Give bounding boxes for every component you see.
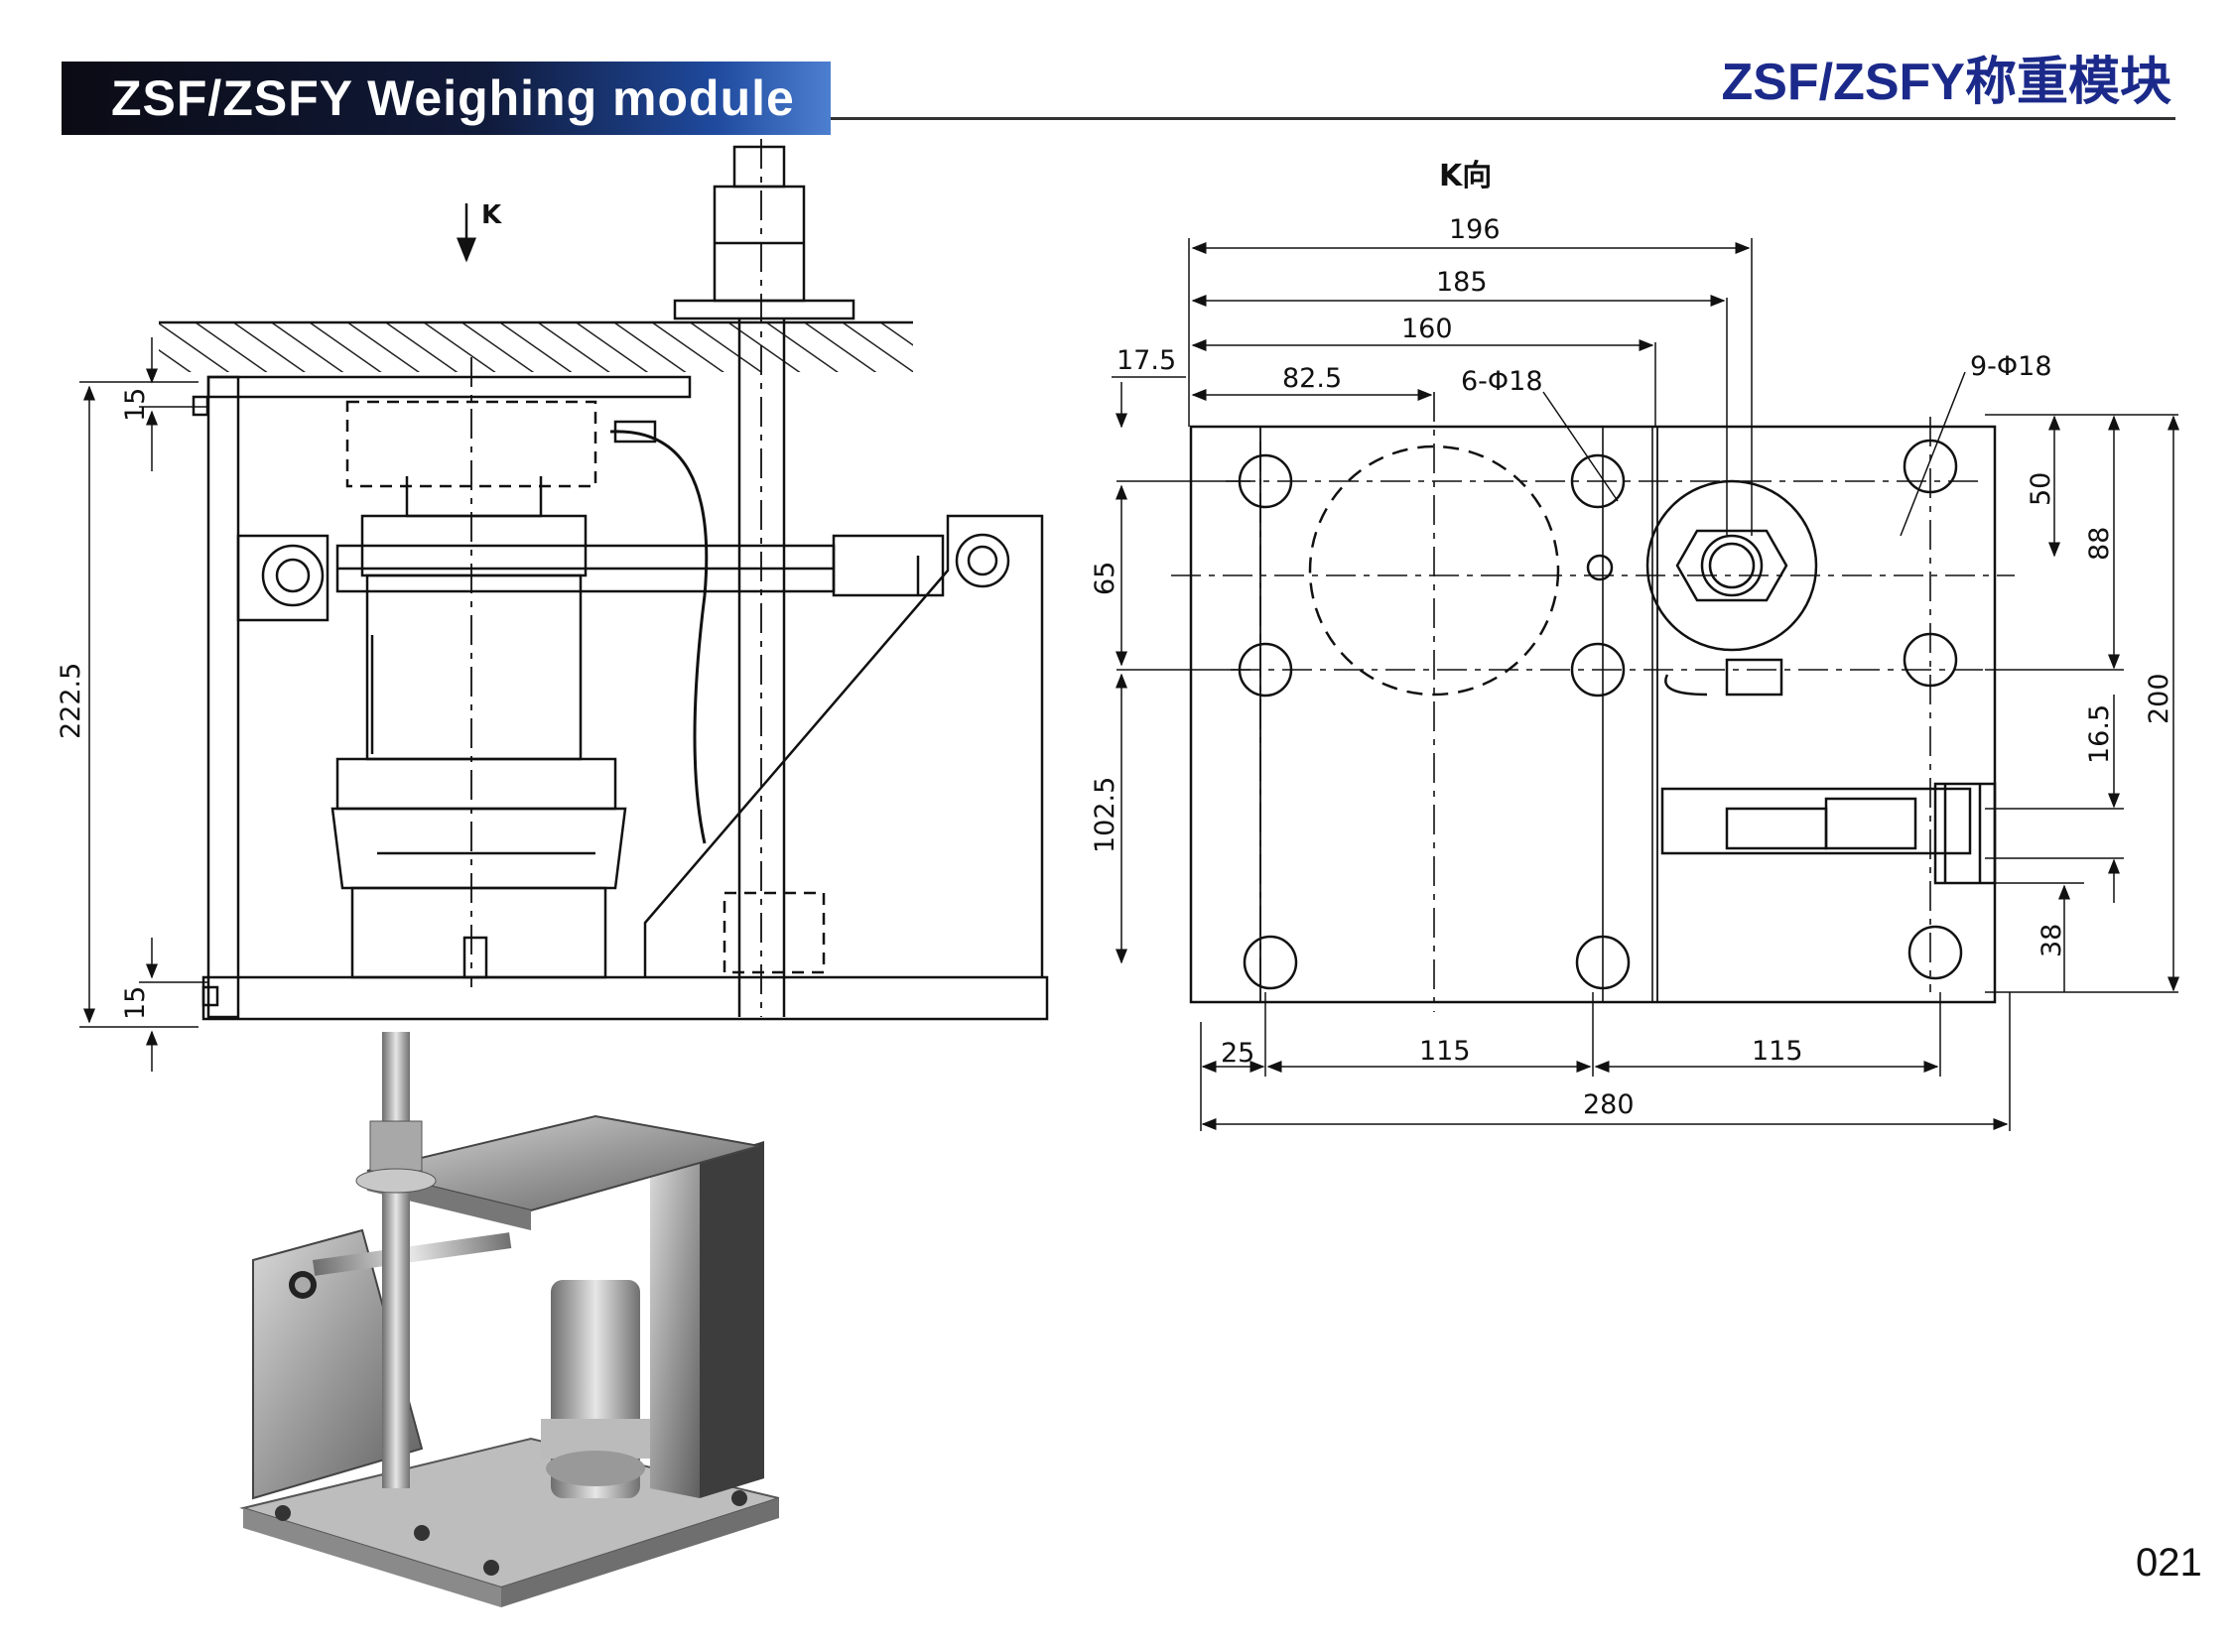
dim-16-5: 16.5 xyxy=(2084,704,2115,764)
dim-17-5: 17.5 xyxy=(1117,345,1176,376)
holes-6-label: 6-Φ18 xyxy=(1461,366,1543,397)
header-banner: ZSF/ZSFY Weighing module xyxy=(62,62,831,135)
dim-200: 200 xyxy=(2144,673,2174,724)
dim-115-left: 115 xyxy=(1419,1036,1471,1067)
chinese-title: ZSF/ZSFY称重模块 xyxy=(1721,54,2171,111)
dim-115-right: 115 xyxy=(1752,1036,1803,1067)
page-number: 021 xyxy=(2136,1541,2202,1585)
dim-65: 65 xyxy=(1090,562,1120,595)
dim-25: 25 xyxy=(1221,1038,1254,1069)
product-photo xyxy=(239,1032,779,1607)
dim-38: 38 xyxy=(2037,924,2067,957)
english-title: ZSF/ZSFY Weighing module xyxy=(111,70,795,126)
mounting-beam-hatch xyxy=(159,322,913,372)
dim-50: 50 xyxy=(2026,472,2056,506)
holes-9-label: 9-Φ18 xyxy=(1970,351,2052,382)
k-view-label: K向 xyxy=(1439,159,1492,193)
plan-view xyxy=(1171,392,2015,1012)
dim-88: 88 xyxy=(2084,527,2115,561)
dim-102-5: 102.5 xyxy=(1090,777,1120,853)
dim-222-5: 222.5 xyxy=(56,663,86,739)
dim-15-top: 15 xyxy=(120,388,151,422)
header-rule xyxy=(831,117,2175,120)
dim-280: 280 xyxy=(1583,1089,1635,1120)
plan-dimensions xyxy=(1112,238,2179,1131)
view-arrow-k-label: K xyxy=(481,200,502,230)
dim-185: 185 xyxy=(1436,267,1488,298)
side-view xyxy=(79,139,1049,1072)
dim-160: 160 xyxy=(1401,314,1453,344)
dim-196: 196 xyxy=(1449,214,1501,245)
dim-15-bottom: 15 xyxy=(120,986,151,1020)
dim-82-5: 82.5 xyxy=(1282,363,1342,394)
